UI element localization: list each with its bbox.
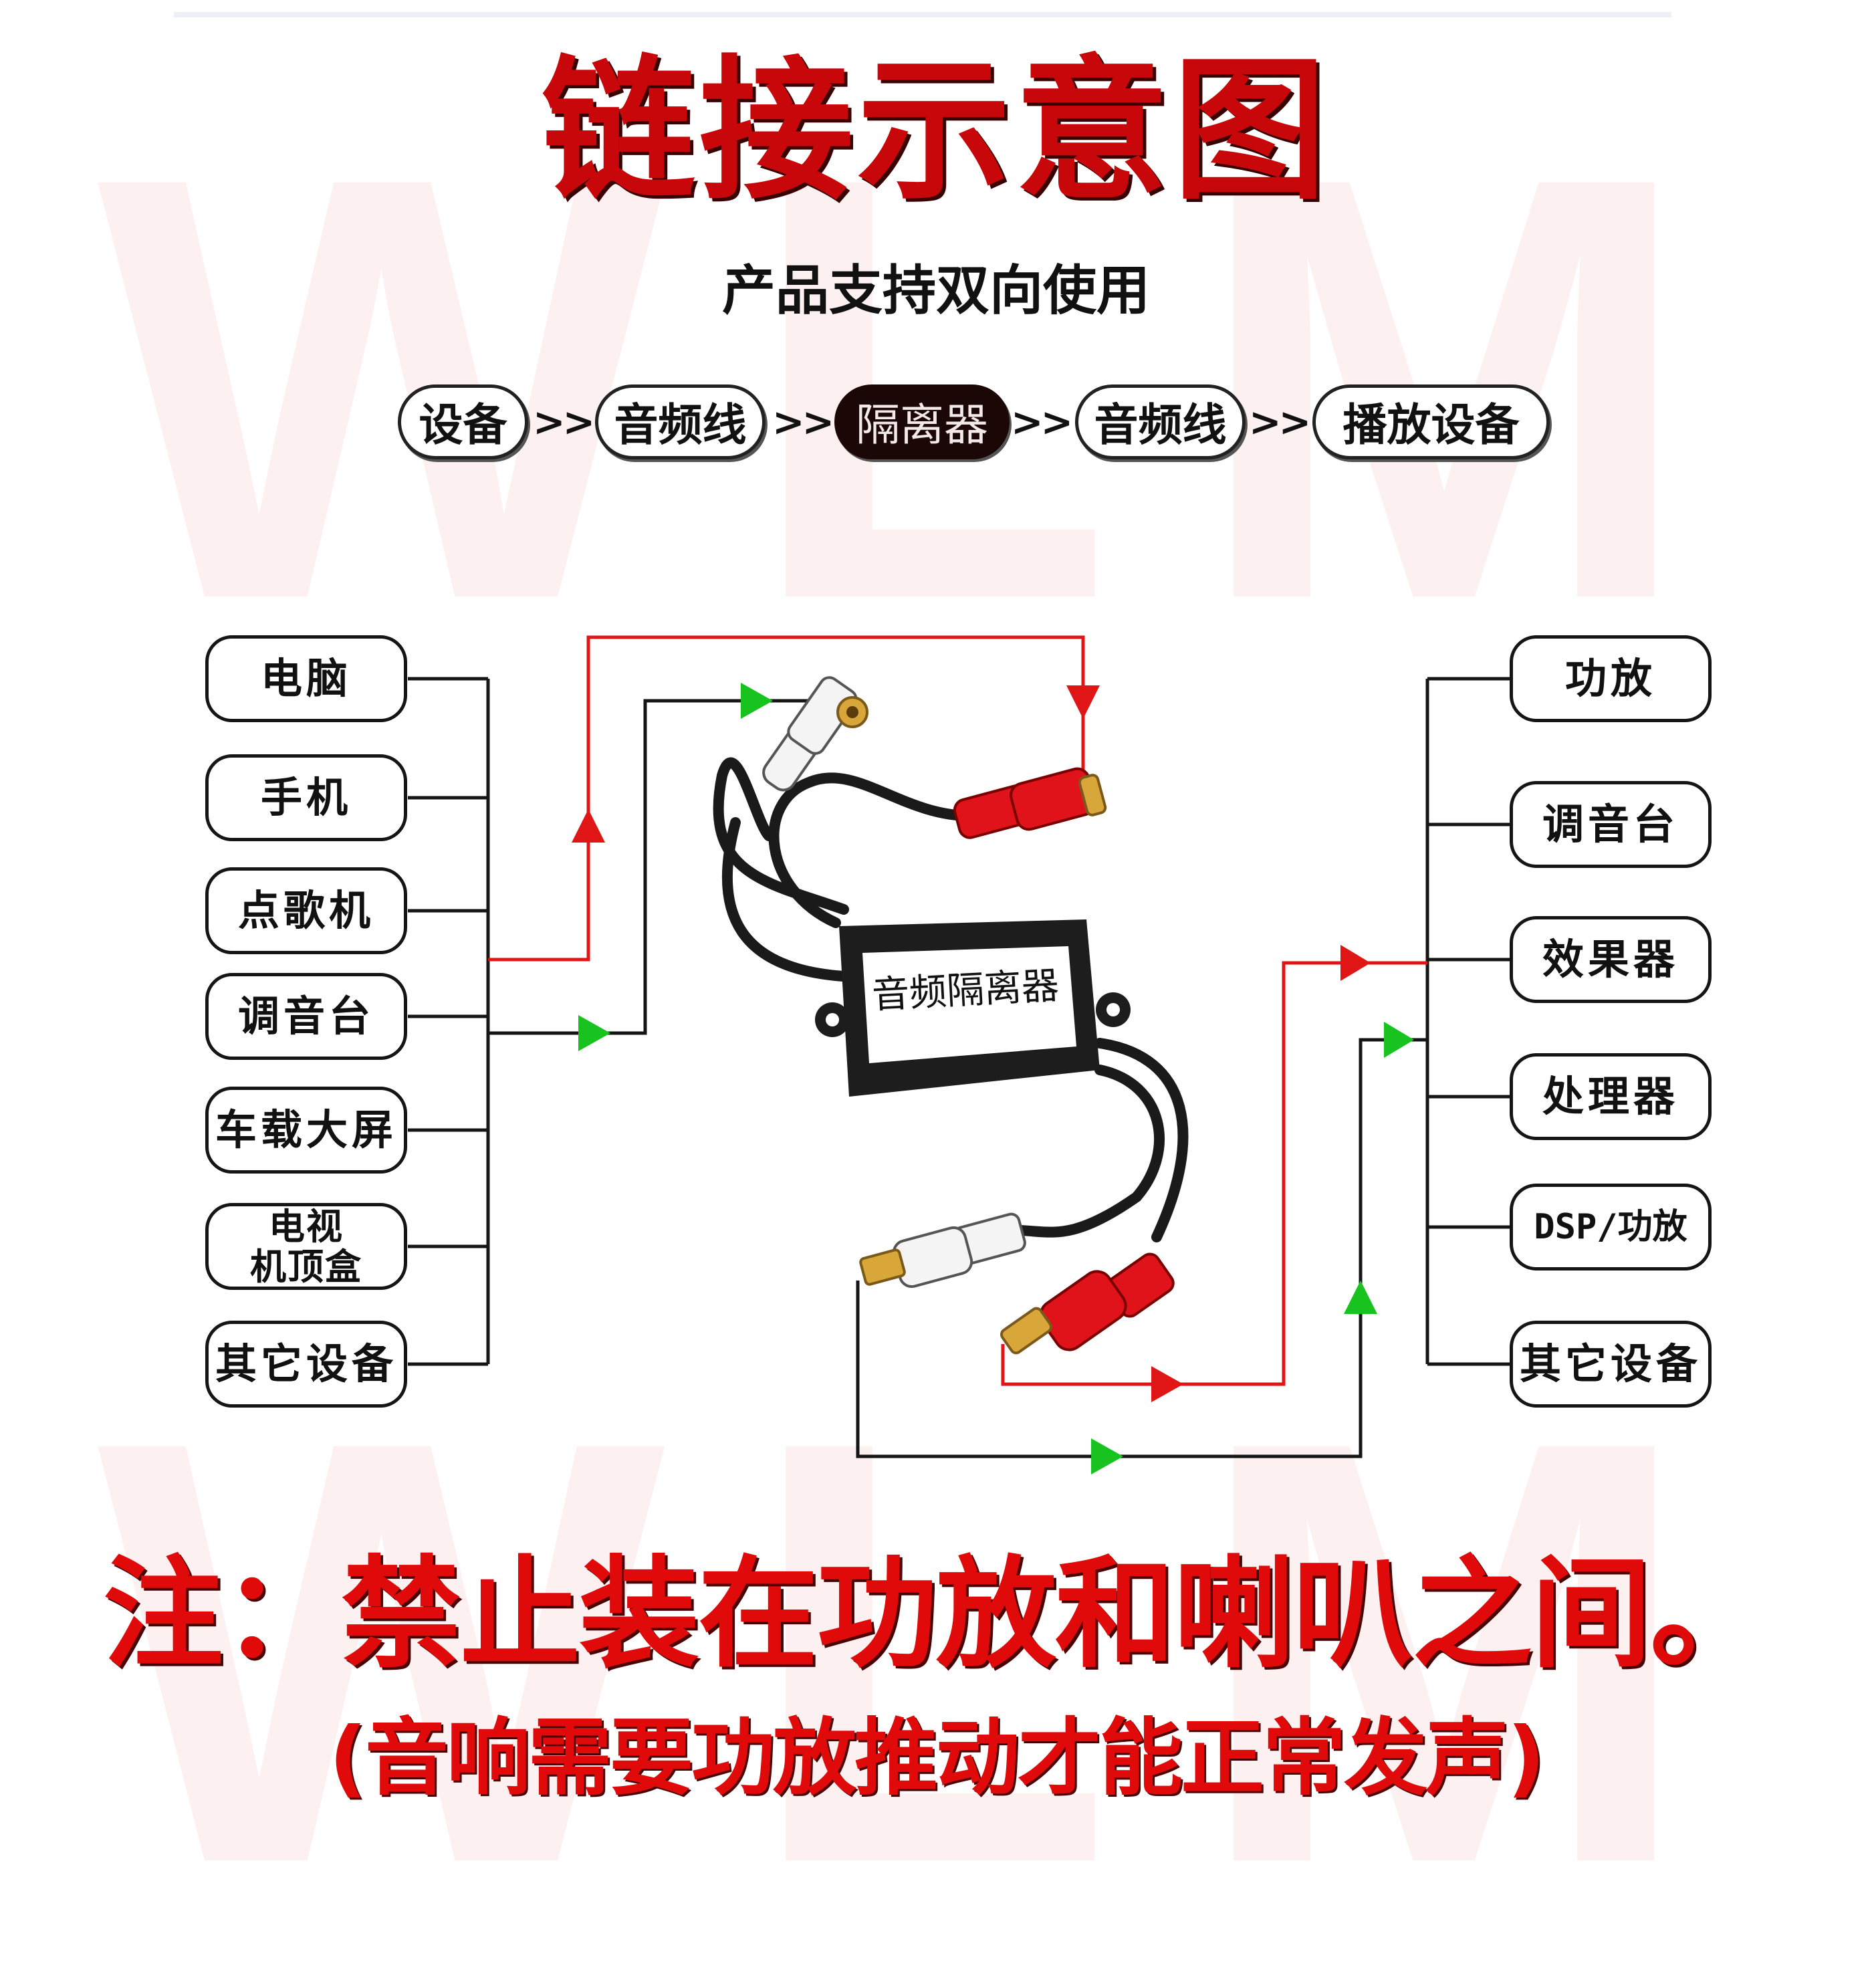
red-arrow-up-icon	[572, 809, 605, 843]
black-output-signal-line	[856, 1038, 1427, 1458]
chain-device-pill: 设备	[398, 384, 528, 459]
white-rca-plug-top	[762, 676, 868, 792]
right-device-amplifier: 功放	[1510, 635, 1712, 722]
warning-note-sub: (音响需要功放推动才能正常发声)	[328, 1710, 1545, 1807]
right-device-other: 其它设备	[1510, 1321, 1712, 1408]
white-rca-plug-bottom	[859, 1212, 1026, 1288]
left-device-computer: 电脑	[205, 635, 407, 722]
green-arrow-right-icon	[741, 683, 773, 719]
chain-cable-pill: 音频线	[595, 384, 766, 459]
page-subtitle: 产品支持双向使用	[722, 259, 1150, 322]
red-rca-plug-bottom	[1000, 1252, 1175, 1355]
left-device-mixer: 调音台	[205, 973, 407, 1060]
red-output-signal-line	[1001, 961, 1427, 1386]
right-device-dsp-amp: DSP/功放	[1510, 1184, 1712, 1271]
watermark-bottom: WLM	[97, 1315, 1775, 1988]
isolator-cables	[713, 757, 1189, 1242]
green-arrow-right-icon	[1384, 1022, 1414, 1058]
warning-note: 注：禁止装在功放和喇叭之间。	[102, 1545, 1770, 1684]
chain-cable-pill: 音频线	[1075, 384, 1246, 459]
left-device-phone: 手机	[205, 754, 407, 841]
red-arrow-down-icon	[1066, 685, 1100, 719]
connection-chain: 设备 >> 音频线 >> 隔离器 >> 音频线 >> 播放设备	[0, 384, 1872, 465]
connection-diagram: 音频隔离器	[408, 635, 1511, 1474]
chain-separator: >>	[533, 399, 595, 445]
green-arrow-right-icon	[1091, 1438, 1123, 1474]
red-arrow-right-icon	[1151, 1366, 1183, 1402]
left-bus-lines	[408, 677, 490, 1366]
right-device-processor: 处理器	[1510, 1053, 1712, 1140]
left-device-other: 其它设备	[205, 1321, 407, 1408]
red-rca-plug-top	[953, 767, 1107, 839]
page-title: 链接示意图	[541, 40, 1330, 221]
chain-separator: >>	[1249, 399, 1311, 445]
chain-playback-pill: 播放设备	[1312, 384, 1550, 459]
chain-separator: >>	[772, 399, 834, 445]
left-device-car-screen: 车载大屏	[205, 1087, 407, 1174]
left-device-set-top-box: 电视 机顶盒	[205, 1203, 407, 1290]
green-arrow-up-icon	[1344, 1281, 1377, 1314]
green-arrow-right-icon	[578, 1015, 610, 1051]
red-input-signal-line	[488, 635, 1085, 962]
top-border-line	[174, 12, 1671, 17]
audio-isolator-device	[815, 919, 1131, 1097]
isolator-label: 音频隔离器	[871, 964, 1060, 1018]
left-device-karaoke: 点歌机	[205, 867, 407, 954]
chain-separator: >>	[1011, 399, 1073, 445]
right-device-effects: 效果器	[1510, 916, 1712, 1003]
right-bus-lines	[1425, 677, 1511, 1366]
right-device-mixer: 调音台	[1510, 781, 1712, 868]
red-arrow-right-icon	[1340, 945, 1371, 981]
chain-isolator-pill: 隔离器	[834, 384, 1010, 459]
